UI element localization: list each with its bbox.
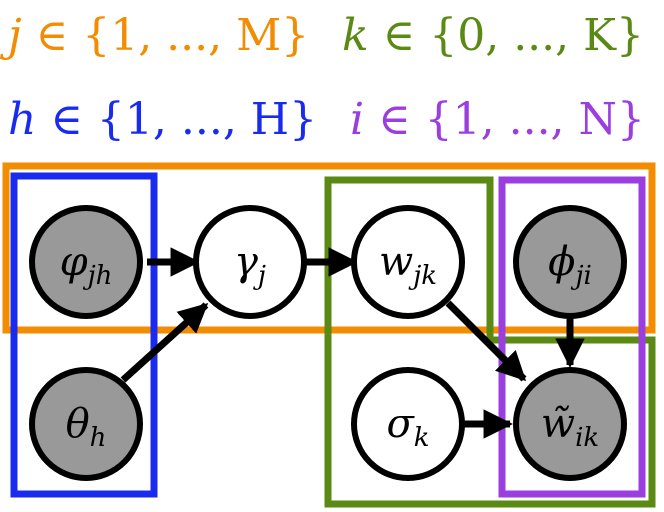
svg-text:θh: θh [66, 401, 107, 453]
index-set-h: h ∈ {1, ..., H} [8, 94, 317, 145]
node-theta: θh [29, 367, 143, 481]
svg-text:γj: γj [234, 239, 266, 291]
edge-w-wtilde [445, 300, 527, 382]
node-gamma: γj [193, 205, 307, 319]
node-wtilde: w̃ik [513, 367, 627, 481]
svg-text:w̃ik: w̃ik [541, 401, 599, 453]
svg-text:σk: σk [386, 401, 429, 453]
node-sigma: σk [351, 367, 465, 481]
edge-theta-gamma [120, 302, 209, 383]
node-w: wjk [351, 205, 465, 319]
svg-text:φjh: φjh [60, 239, 113, 291]
svg-text:ϕji: ϕji [548, 239, 592, 291]
plate-h [10, 172, 158, 498]
node-varphi: φjh [29, 205, 143, 319]
index-set-j: j ∈ {1, ..., M} [0, 10, 309, 61]
svg-text:wjk: wjk [379, 239, 437, 291]
index-set-k: k ∈ {0, ..., K} [342, 10, 644, 61]
plate-k [324, 176, 656, 508]
node-phi: ϕji [513, 205, 627, 319]
plate-i [498, 176, 646, 498]
index-set-i: i ∈ {1, ..., N} [350, 94, 645, 145]
